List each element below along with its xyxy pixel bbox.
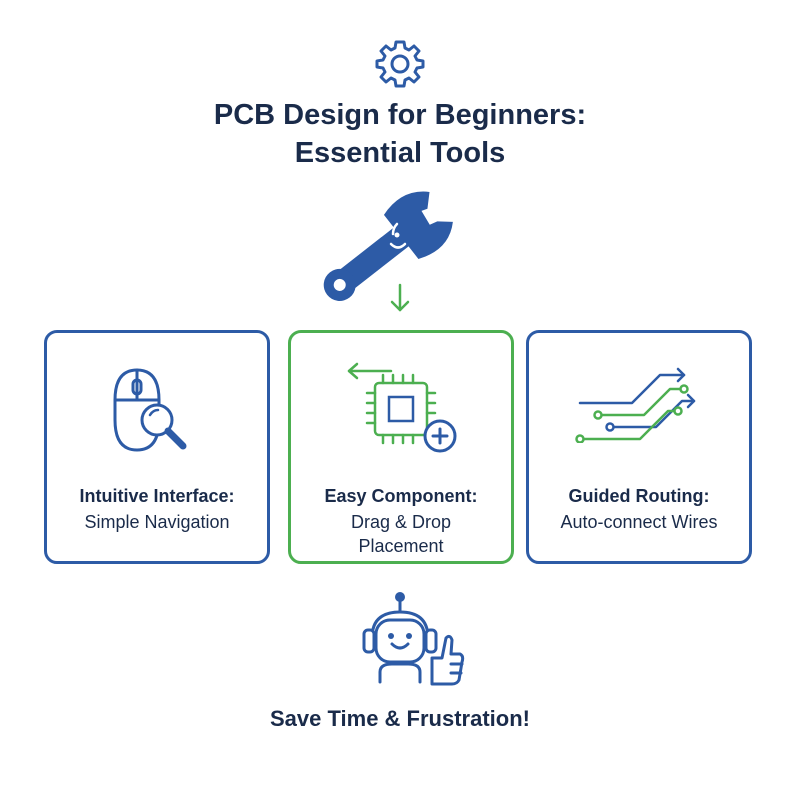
- card-1-subtitle: Simple Navigation: [84, 512, 230, 532]
- card-2-heading: Easy Component:: [324, 486, 478, 506]
- card-3-subtitle: Auto-connect Wires: [560, 512, 718, 532]
- card-2-subtitle-line-1: Drag & Drop: [350, 512, 452, 532]
- card-2-subtitle-line-2: Placement: [358, 536, 444, 556]
- card-easy-component: Easy Component: Drag & Drop Placement: [288, 330, 514, 564]
- circuit-traces-icon: [575, 367, 696, 443]
- card-3-heading: Guided Routing:: [568, 486, 710, 506]
- gear-icon: [375, 40, 425, 88]
- mouse-magnifier-icon: [113, 368, 187, 452]
- card-guided-routing: Guided Routing: Auto-connect Wires: [526, 330, 752, 564]
- card-1-heading: Intuitive Interface:: [79, 486, 235, 506]
- wrench-icon: [323, 191, 453, 301]
- tagline: Save Time & Frustration!: [270, 706, 530, 731]
- arrow-down-icon: [390, 283, 410, 312]
- chip-add-icon: [347, 362, 457, 453]
- title-line-1: PCB Design for Beginners:: [213, 99, 587, 131]
- card-intuitive-interface: Intuitive Interface: Simple Navigation: [44, 330, 270, 564]
- title-line-2: Essential Tools: [294, 137, 506, 169]
- robot-thumbs-up-icon: [362, 592, 465, 686]
- page-title: PCB Design for Beginners: Essential Tool…: [100, 96, 700, 172]
